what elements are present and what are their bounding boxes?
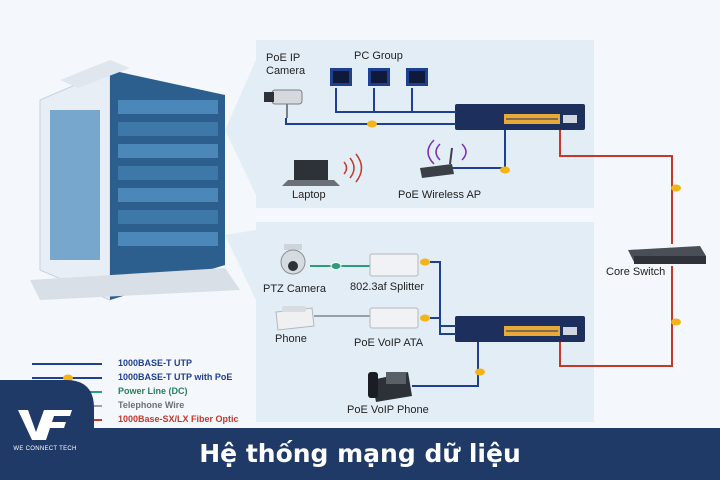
- label-pc-group: PC Group: [354, 50, 403, 62]
- ata-poe-link: [430, 317, 456, 335]
- label-core-switch: Core Switch: [606, 266, 666, 278]
- poe-marker: [420, 258, 430, 266]
- pc-link: [335, 88, 456, 113]
- splitter-icon: [369, 253, 419, 277]
- fiber-bottom-link: [559, 266, 673, 367]
- poe-ip-camera-icon: [264, 89, 303, 118]
- top-callout-wedge: [225, 60, 256, 195]
- legend-telephone: Telephone Wire: [118, 400, 185, 410]
- label-poe-voip-ata: PoE VoIP ATA: [354, 337, 424, 349]
- laptop-icon: [282, 160, 340, 186]
- legend-utp-poe: 1000BASE-T UTP with PoE: [118, 372, 233, 382]
- ptz-camera-icon: [280, 244, 306, 275]
- poe-marker: [500, 166, 510, 174]
- camera-poe-link: [285, 118, 456, 125]
- splitter-poe-link: [430, 261, 456, 327]
- office-building-icon: [30, 60, 240, 301]
- brand-tagline: WE CONNECT TECH: [13, 446, 77, 452]
- label-poe-ip-camera: PoE IP Camera: [266, 52, 306, 77]
- voip-ata-icon: [369, 307, 419, 329]
- legend-utp: 1000BASE-T UTP: [118, 358, 193, 368]
- voip-phone-icon: [368, 372, 412, 402]
- page-title: Hệ thống mạng dữ liệu: [199, 439, 521, 468]
- core-switch-icon: [628, 246, 706, 264]
- legend-fiber: 1000Base-SX/LX Fiber Optic: [118, 414, 239, 424]
- fiber-top-link: [559, 130, 673, 244]
- bottom-poe-switch-icon: [455, 316, 585, 342]
- label-poe-voip-phone: PoE VoIP Phone: [347, 404, 429, 416]
- wireless-ap-icon: [420, 139, 467, 178]
- label-splitter: 802.3af Splitter: [350, 281, 424, 293]
- top-poe-switch-icon: [455, 104, 585, 130]
- poe-marker: [420, 314, 430, 322]
- title-banner: [0, 428, 720, 480]
- legend-dc-power: Power Line (DC): [118, 386, 188, 396]
- label-laptop: Laptop: [292, 189, 326, 201]
- fiber-marker: [671, 318, 681, 326]
- ap-poe-link: [446, 130, 506, 169]
- wifi-signal-icon: [343, 153, 363, 183]
- brand-logo-icon: [18, 410, 72, 440]
- pc-monitor-icon: [330, 68, 428, 86]
- fiber-marker: [671, 184, 681, 192]
- poe-marker: [367, 120, 377, 128]
- poe-marker: [475, 368, 485, 376]
- phone-icon: [275, 306, 315, 331]
- label-poe-wireless-ap: PoE Wireless AP: [398, 189, 482, 201]
- dc-marker: [330, 262, 342, 270]
- network-diagram: [30, 60, 706, 402]
- voip-phone-link: [412, 342, 479, 387]
- bottom-callout-wedge: [225, 230, 256, 300]
- label-ptz-camera: PTZ Camera: [263, 283, 326, 295]
- label-phone: Phone: [275, 333, 307, 345]
